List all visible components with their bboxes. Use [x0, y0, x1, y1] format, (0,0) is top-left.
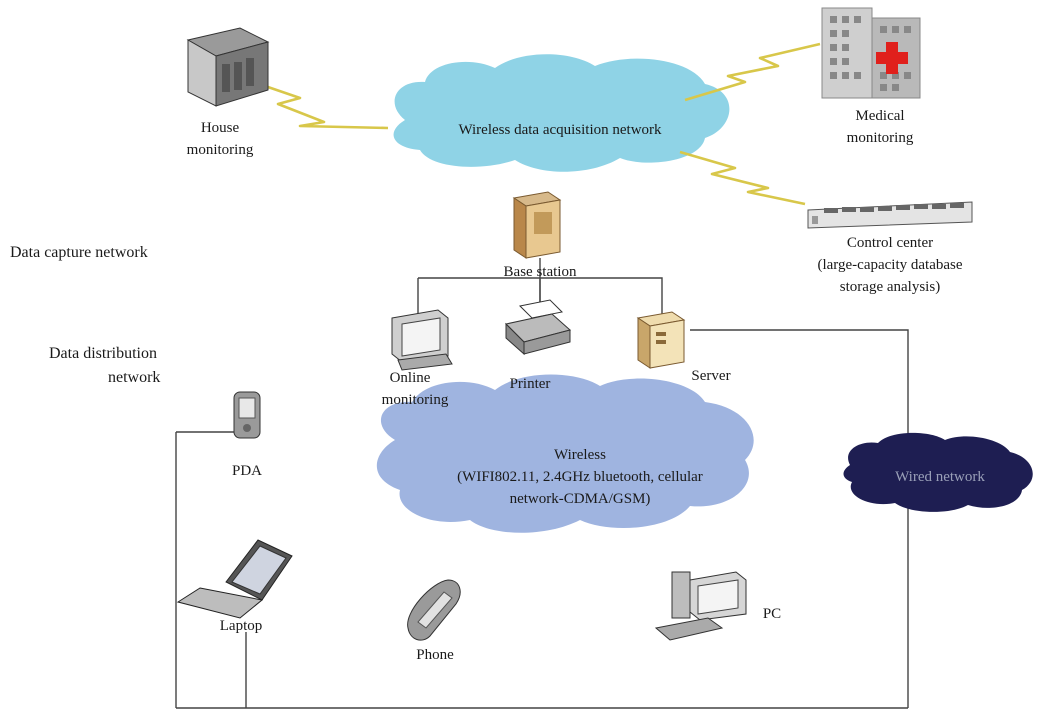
printer-label: Printer: [509, 376, 551, 392]
pda-label: PDA: [231, 463, 262, 479]
wireless-cloud-label-1: Wireless: [554, 447, 606, 463]
control-center-rack-icon: [807, 201, 973, 229]
section-data-capture: Data capture network: [10, 244, 148, 261]
wireless-cloud-label-3: network-CDMA/GSM): [509, 491, 651, 507]
pc-label: PC: [762, 606, 782, 622]
medical-monitoring-label-2: monitoring: [846, 130, 914, 146]
house-link: [264, 84, 389, 130]
server-to-wired-link: [690, 329, 909, 708]
base-station-label: Base station: [503, 264, 577, 280]
laptop-icon: [176, 539, 293, 619]
phone-icon: [407, 579, 461, 641]
pda-icon: [233, 391, 261, 439]
acquisition-cloud: [393, 54, 730, 172]
online-monitoring-label-1: Online: [389, 370, 431, 386]
server-label: Server: [691, 368, 731, 384]
section-data-distribution-line2: network: [108, 369, 161, 386]
house-monitoring-label-2: monitoring: [186, 142, 254, 158]
wired-cloud-label: Wired network: [895, 469, 985, 485]
section-data-distribution-line1: Data distribution: [49, 345, 157, 362]
house-monitoring-label-1: House: [200, 120, 240, 136]
hospital-icon: [821, 7, 921, 99]
wireless-links: [264, 42, 821, 206]
monitor-icon: [391, 309, 453, 371]
base-station-icon: [512, 191, 562, 259]
control-center-label-1: Control center: [846, 235, 934, 251]
wired-cloud: [843, 432, 1033, 512]
phone-label: Phone: [416, 647, 454, 663]
control-center-label-3: storage analysis): [839, 279, 941, 295]
server-icon: [636, 311, 686, 369]
control-link: [679, 150, 806, 206]
acquisition-cloud-label: Wireless data acquisition network: [458, 122, 662, 138]
left-wire: [175, 431, 238, 708]
wireless-cloud-label-2: (WIFI802.11, 2.4GHz bluetooth, cellular: [457, 469, 703, 485]
pc-icon: [654, 571, 747, 641]
laptop-label: Laptop: [219, 618, 263, 634]
wireless-cloud: [376, 374, 754, 533]
medical-monitoring-label-1: Medical: [855, 108, 905, 124]
online-monitoring-label-2: monitoring: [381, 392, 449, 408]
control-center-label-2: (large-capacity database: [817, 257, 963, 273]
printer-icon: [504, 299, 572, 356]
house-server-icon: [186, 27, 270, 107]
medical-link: [684, 42, 821, 102]
